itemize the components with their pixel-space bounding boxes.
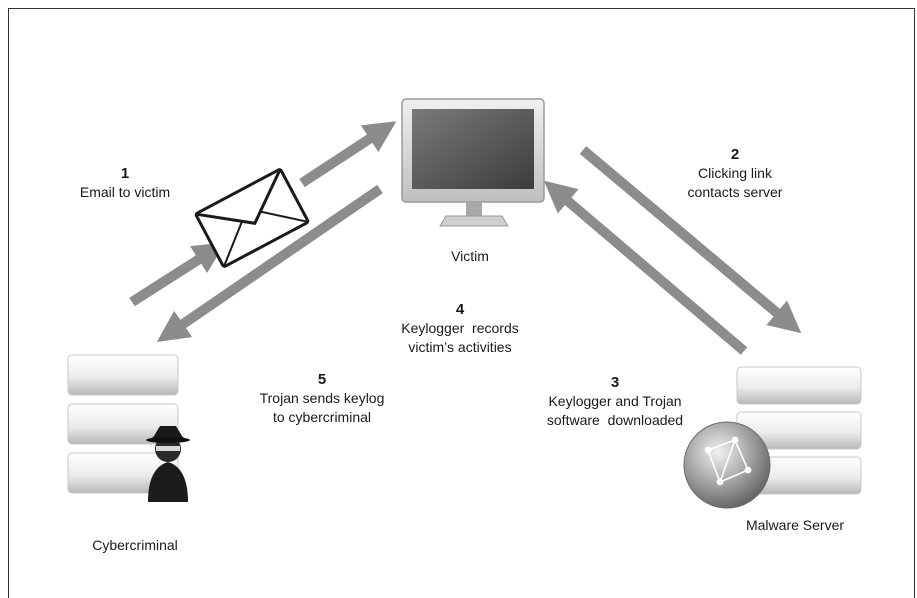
step-1: 1 Email to victim [55,164,195,202]
globe-icon [683,421,771,509]
step-3-text-line1: Keylogger and Trojan [548,393,682,409]
step-2-text-line2: contacts server [687,184,783,200]
step-5-text-line2: to cybercriminal [272,409,372,425]
arrow-server-to-victim [543,180,748,355]
step-3-text-line2: software downloaded [546,412,684,428]
step-4-text-line1: Keylogger records [401,320,519,336]
step-3: 3 Keylogger and Trojan software download… [520,373,710,430]
victim-label: Victim [451,248,489,264]
step-2-text-line1: Clicking link [698,165,772,181]
step-1-number: 1 [120,165,130,182]
step-5: 5 Trojan sends keylog to cybercriminal [237,370,407,427]
monitor-icon [401,98,545,227]
cybercriminal-server-icon [67,354,179,494]
step-4: 4 Keylogger records victim’s activities [375,300,545,357]
cybercriminal-label: Cybercriminal [92,537,178,553]
arrow-victim-to-cybercriminal [156,184,383,343]
step-2: 2 Clicking link contacts server [660,145,810,202]
step-5-text-line1: Trojan sends keylog [259,390,385,406]
envelope-icon [194,168,310,268]
step-3-number: 3 [610,374,620,391]
arrow-email-to-envelope [129,242,226,307]
arrow-envelope-to-victim [299,121,397,188]
malware-server-icon [736,366,862,495]
hacker-icon [146,426,190,502]
step-5-number: 5 [317,371,327,388]
step-4-number: 4 [455,301,465,318]
arrow-victim-to-server [579,146,802,334]
diagram-frame [8,8,915,598]
malware-server-label: Malware Server [745,517,845,533]
step-1-text: Email to victim [79,184,171,200]
step-4-text-line2: victim’s activities [408,339,512,355]
step-2-number: 2 [730,146,740,163]
